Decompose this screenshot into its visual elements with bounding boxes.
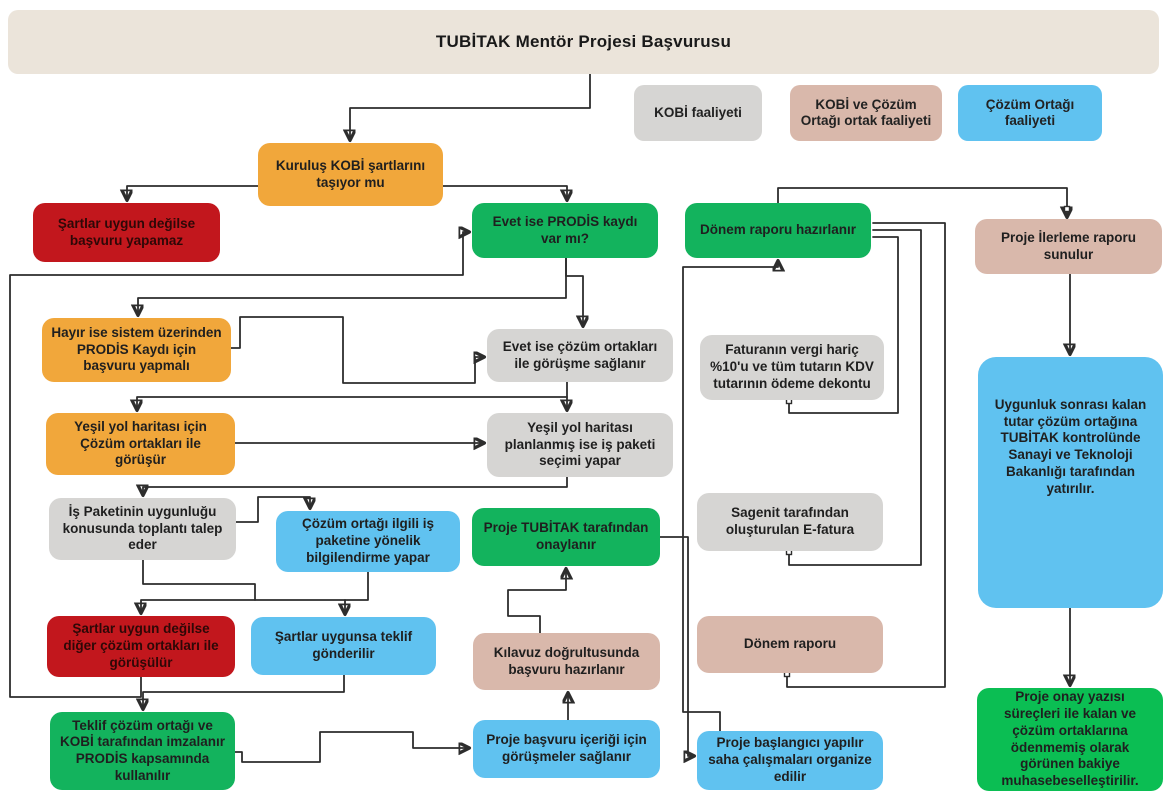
legend-item-kobi-faaliyeti: KOBİ faaliyeti	[634, 85, 762, 141]
connector-18	[507, 570, 566, 634]
node-cozum-ortagi-bilgilendirme: Çözüm ortağı ilgili iş paketine yönelik …	[276, 511, 460, 572]
node-fatura-odeme-dekontu: Faturanın vergi hariç %10'u ve tüm tutar…	[700, 335, 884, 400]
connector-4	[565, 257, 583, 325]
page-title: TUBİTAK Mentör Projesi Başvurusu	[435, 32, 732, 51]
legend-item-cozum-ortagi-faaliyeti: Çözüm Ortağı faaliyeti	[958, 85, 1102, 141]
node-donem-raporu: Dönem raporu	[697, 616, 883, 673]
connector-26	[786, 222, 946, 688]
title-bar: TUBİTAK Mentör Projesi Başvurusu	[8, 10, 1159, 74]
node-yesil-yol-cozum-ortaklari-gorusur: Yeşil yol haritası için Çözüm ortakları …	[46, 413, 235, 475]
node-donem-raporu-hazirlanir: Dönem raporu hazırlanır	[685, 203, 871, 258]
node-sartlar-uygunsa-teklif: Şartlar uygunsa teklif gönderilir	[251, 617, 436, 675]
node-is-paketi-uygunlugu-toplanti: İş Paketinin uygunluğu konusunda toplant…	[49, 498, 236, 560]
node-proje-ilerleme-raporu-sunulur: Proje İlerleme raporu sunulur	[975, 219, 1162, 274]
connector-25	[788, 229, 922, 566]
connector-21	[777, 187, 1067, 216]
connector-16	[234, 731, 468, 763]
connector-15	[143, 674, 345, 708]
node-sartlar-degilse-diger-ortaklar: Şartlar uygun değilse diğer çözüm ortakl…	[47, 616, 235, 677]
node-evet-cozum-ortaklari-gorusme: Evet ise çözüm ortakları ile görüşme sağ…	[487, 329, 673, 382]
connector-8	[137, 396, 568, 409]
connector-1	[127, 185, 259, 199]
connector-10	[143, 476, 568, 494]
connector-start-square	[1063, 205, 1071, 213]
connector-11	[235, 496, 310, 523]
connector-24	[788, 236, 899, 414]
node-proje-basvuru-icerigi-gorusmeler: Proje başvuru içeriği için görüşmeler sa…	[473, 720, 660, 778]
node-proje-baslangici-saha: Proje başlangıcı yapılır saha çalışmalar…	[697, 731, 883, 790]
connector-2	[442, 185, 567, 199]
node-evet-prodis-kaydi-var-mi: Evet ise PRODİS kaydı var mı?	[472, 203, 658, 258]
node-yesil-yol-is-paketi-secimi: Yeşil yol haritası planlanmış ise iş pak…	[487, 413, 673, 477]
node-hayir-prodis-kaydi-basvuru: Hayır ise sistem üzerinden PRODİS Kaydı …	[42, 318, 231, 382]
connector-0	[350, 73, 591, 139]
node-proje-onay-yazisi-muhasebe: Proje onay yazısı süreçleri ile kalan ve…	[977, 688, 1163, 791]
connector-20	[682, 262, 778, 732]
node-teklif-imzalanir-prodis: Teklif çözüm ortağı ve KOBİ tarafından i…	[50, 712, 235, 790]
node-sagenit-e-fatura: Sagenit tarafından oluşturulan E-fatura	[697, 493, 883, 551]
legend-item-kobi-ve-cozum-ortagi: KOBİ ve Çözüm Ortağı ortak faaliyeti	[790, 85, 942, 141]
node-kurulus-kobi-sartlari: Kuruluş KOBİ şartlarını taşıyor mu	[258, 143, 443, 206]
node-proje-tubitak-onaylanir: Proje TUBİTAK tarafından onaylanır	[472, 508, 660, 566]
node-sartlar-uygun-degilse-basvuru-yapamaz: Şartlar uygun değilse başvuru yapamaz	[33, 203, 220, 262]
connector-6	[9, 232, 468, 698]
node-uygunluk-sonrasi-kalan-tutar: Uygunluk sonrası kalan tutar çözüm ortağ…	[978, 357, 1163, 608]
connector-14	[142, 559, 256, 601]
connector-5	[230, 316, 483, 384]
connector-3	[138, 257, 567, 314]
node-kilavuz-basvuru-hazirlanir: Kılavuz doğrultusunda başvuru hazırlanır	[473, 633, 660, 690]
connector-19	[659, 536, 693, 756]
